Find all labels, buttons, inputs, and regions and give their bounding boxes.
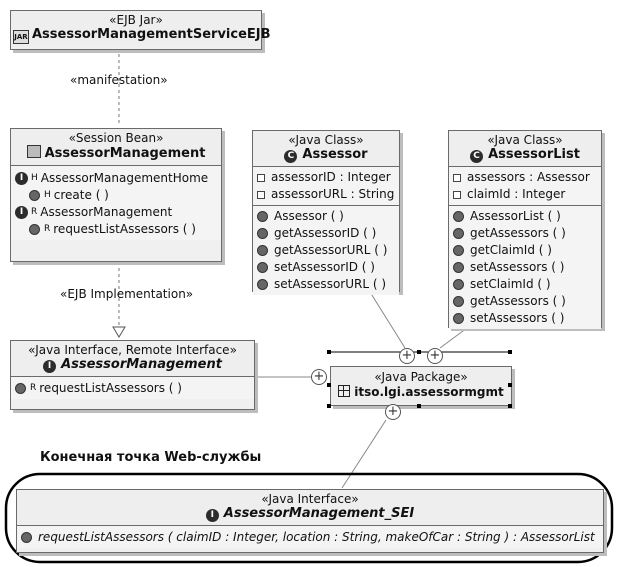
operation-icon	[257, 279, 268, 290]
operation-row[interactable]: Assessor ( )	[257, 208, 396, 225]
operation-row[interactable]: setAssessors ( )	[453, 310, 598, 327]
operation-icon	[453, 296, 464, 307]
operation-row[interactable]: getAssessorURL ( )	[257, 242, 396, 259]
assessor-list-name: AssessorList	[488, 147, 580, 162]
selection-handle[interactable]	[327, 383, 331, 387]
operation-icon	[453, 228, 464, 239]
operation-row[interactable]: getClaimId ( )	[453, 242, 598, 259]
attribute-icon	[453, 173, 461, 182]
interface-icon: I	[15, 172, 28, 185]
operation-icon	[453, 279, 464, 290]
attribute-row[interactable]: claimId : Integer	[453, 186, 598, 203]
assessor-class-box[interactable]: «Java Class» C Assessor assessorID : Inte…	[252, 130, 400, 295]
operation-icon	[453, 211, 464, 222]
sei-name: AssessorManagement_SEI	[223, 506, 415, 521]
sei-stereotype: «Java Interface»	[261, 492, 359, 506]
selection-handle[interactable]	[417, 350, 421, 354]
attribute-icon	[453, 190, 461, 199]
interface-icon: I	[43, 360, 57, 373]
class-icon: C	[284, 150, 298, 163]
assessor-list-class-box[interactable]: «Java Class» C AssessorList assessors : A…	[448, 130, 602, 329]
ejb-jar-stereotype: «EJB Jar»	[109, 13, 163, 27]
session-bean-stereotype: «Session Bean»	[68, 131, 164, 145]
assessor-list-stereotype: «Java Class»	[487, 133, 563, 147]
java-package-stereotype: «Java Package»	[374, 370, 468, 384]
operation-row[interactable]: getAssessors ( )	[453, 225, 598, 242]
ejb-jar-name: AssessorManagementServiceEJB	[32, 27, 271, 42]
selection-handle[interactable]	[417, 404, 421, 408]
operation-icon	[257, 228, 268, 239]
java-package-name: itso.lgi.assessormgmt	[354, 385, 504, 399]
jar-icon: JAR	[13, 30, 29, 44]
operation-icon	[29, 224, 40, 235]
plus-connector-icon[interactable]: +	[399, 348, 415, 364]
operation-row[interactable]: setClaimId ( )	[453, 276, 598, 293]
attribute-row[interactable]: assessors : Assessor	[453, 169, 598, 186]
attribute-row[interactable]: assessorURL : String	[257, 186, 396, 203]
operation-icon	[29, 190, 40, 201]
operation-icon	[257, 211, 268, 222]
operation-icon	[453, 262, 464, 273]
operation-row[interactable]: AssessorList ( )	[453, 208, 598, 225]
operation-icon	[453, 245, 464, 256]
selection-handle[interactable]	[508, 350, 512, 354]
assessor-stereotype: «Java Class»	[288, 133, 364, 147]
remote-interface-stereotype: «Java Interface, Remote Interface»	[28, 343, 237, 357]
plus-connector-icon[interactable]: +	[385, 404, 401, 420]
manifestation-label: «manifestation»	[70, 73, 168, 87]
plus-connector-icon[interactable]: +	[427, 348, 443, 364]
operation-icon	[15, 383, 26, 394]
operation-icon	[453, 313, 464, 324]
plus-connector-icon[interactable]: +	[311, 369, 327, 385]
operation-icon	[21, 532, 32, 543]
endpoint-caption: Конечная точка Web-службы	[40, 450, 262, 465]
remote-interface-box[interactable]: «Java Interface, Remote Interface» I Asse…	[10, 340, 255, 410]
operation-row[interactable]: setAssessorID ( )	[257, 259, 396, 276]
operation-row[interactable]: setAssessorURL ( )	[257, 276, 396, 293]
operation-icon	[257, 262, 268, 273]
interface-icon: I	[15, 206, 28, 219]
selection-handle[interactable]	[327, 404, 331, 408]
package-icon	[338, 385, 351, 397]
interface-icon: I	[205, 509, 219, 522]
operation-row[interactable]: getAssessors ( )	[453, 293, 598, 310]
selection-handle[interactable]	[327, 350, 331, 354]
attribute-row[interactable]: assessorID : Integer	[257, 169, 396, 186]
operation-row[interactable]: requestListAssessors ( claimID : Integer…	[21, 529, 600, 546]
operation-icon	[257, 245, 268, 256]
remote-interface-name: AssessorManagement	[61, 357, 222, 372]
attribute-icon	[257, 190, 265, 199]
operation-row[interactable]: setAssessors ( )	[453, 259, 598, 276]
selection-handle[interactable]	[508, 383, 512, 387]
java-package-box[interactable]: «Java Package» itso.lgi.assessormgmt	[330, 366, 512, 406]
operation-row[interactable]: getAssessorID ( )	[257, 225, 396, 242]
sei-interface-box[interactable]: «Java Interface» I AssessorManagement_SEI…	[16, 489, 604, 553]
assessor-name: Assessor	[302, 147, 368, 162]
session-bean-icon	[26, 145, 41, 158]
ejb-implementation-label: «EJB Implementation»	[60, 287, 194, 301]
selection-handle[interactable]	[508, 404, 512, 408]
class-icon: C	[470, 150, 484, 163]
session-bean-name: AssessorManagement	[44, 146, 206, 161]
attribute-icon	[257, 173, 265, 182]
